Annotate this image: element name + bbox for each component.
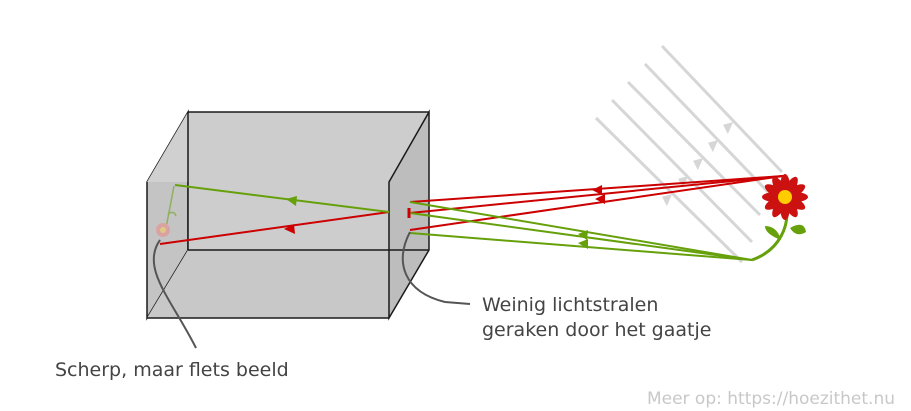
green-ray <box>409 201 753 261</box>
light-rays <box>159 175 784 261</box>
flower-leaf <box>790 224 806 235</box>
flower-leaf <box>765 226 781 240</box>
green-arrow <box>578 230 588 240</box>
green-arrow <box>578 239 588 249</box>
pointer-line-rays <box>401 231 471 305</box>
red-arrow <box>284 224 295 234</box>
rays-label-line1: Weinig lichtstralen <box>482 294 658 316</box>
red-ray <box>409 175 784 231</box>
sun-ray <box>660 44 784 174</box>
green-ray <box>409 212 753 261</box>
sun-ray <box>626 80 762 217</box>
camera-box <box>146 109 430 321</box>
red-arrow <box>592 185 602 195</box>
credit-text: Meer op: https://hoezithet.nu <box>647 389 895 409</box>
sun-ray <box>594 116 744 264</box>
flower-center <box>778 190 792 204</box>
sun-ray <box>643 62 770 194</box>
camera-bottom-face <box>147 250 429 318</box>
rays-label-line2: geraken door het gaatje <box>482 319 711 341</box>
image-caption: Scherp, maar flets beeld <box>55 359 289 381</box>
green-ray-inside <box>174 184 390 213</box>
flower-icon <box>751 174 808 262</box>
green-arrow <box>286 196 297 206</box>
red-arrow <box>595 194 605 204</box>
pointer-line-image <box>152 239 197 349</box>
sunlight-rays <box>594 44 784 264</box>
red-ray <box>409 175 784 214</box>
projected-flower-image <box>156 185 177 237</box>
red-ray-inside <box>159 211 390 245</box>
sun-ray <box>610 98 754 244</box>
green-ray <box>409 232 753 261</box>
